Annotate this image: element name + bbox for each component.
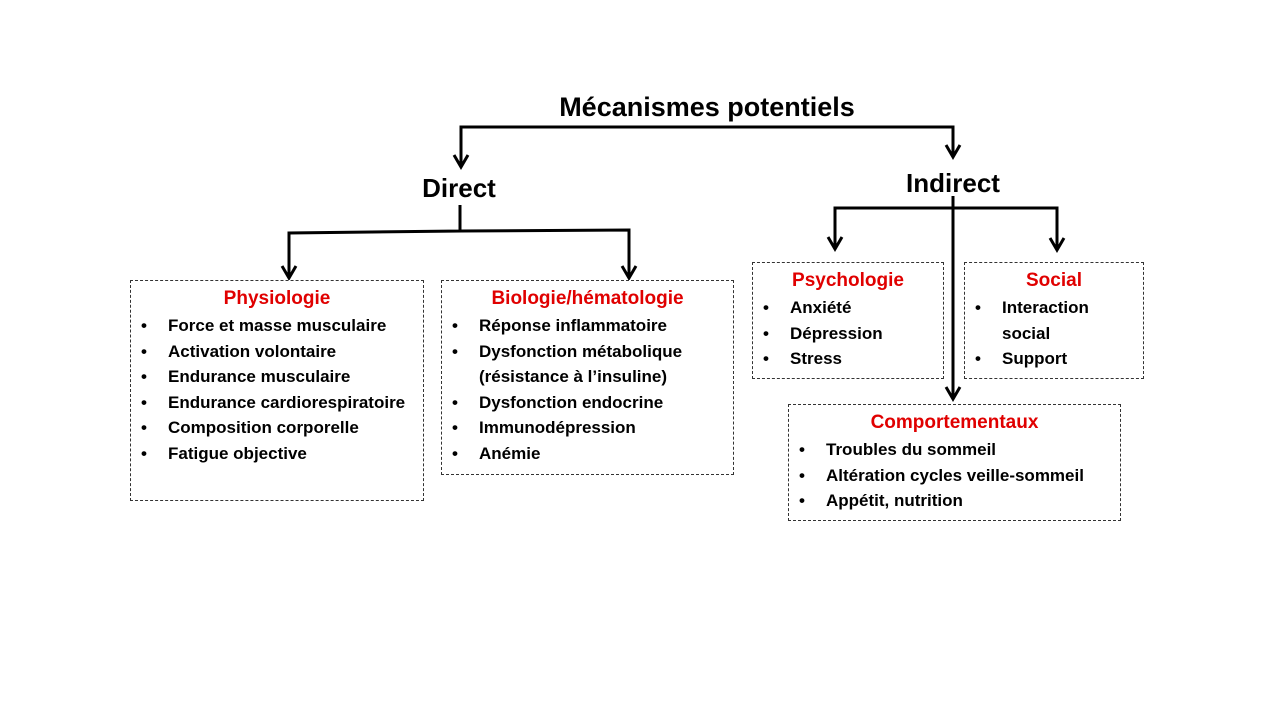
box-title-biologie: Biologie/hématologie — [491, 288, 684, 309]
list-item: Altération cycles veille-sommeil — [799, 463, 1110, 489]
box-title-comportementaux: Comportementaux — [870, 412, 1039, 433]
list-item: Activation volontaire — [141, 339, 413, 365]
arrowhead-indirect — [944, 144, 962, 160]
list-item: Fatigue objective — [141, 441, 413, 467]
list-social: Interaction social Support — [975, 295, 1133, 372]
connector-root — [459, 125, 955, 166]
arrowhead-direct — [452, 154, 470, 170]
list-physiologie: Force et masse musculaire Activation vol… — [141, 313, 413, 466]
box-title-physiologie: Physiologie — [223, 288, 331, 309]
branch-direct-label: Direct — [422, 173, 496, 203]
list-item: Stress — [763, 346, 933, 372]
box-title-social: Social — [1026, 270, 1082, 291]
list-biologie: Réponse inflammatoire Dysfonction métabo… — [452, 313, 723, 466]
arrowhead-comportementaux — [944, 386, 962, 402]
list-item: Support — [975, 346, 1133, 372]
list-item: Interaction social — [975, 295, 1133, 346]
list-item: Anxiété — [763, 295, 933, 321]
list-item: Dysfonction métabolique (résistance à l’… — [452, 339, 723, 390]
box-physiologie: Physiologie Force et masse musculaire Ac… — [130, 280, 424, 501]
arrowhead-social — [1048, 237, 1066, 253]
connector-direct-right — [459, 228, 631, 277]
list-item: Anémie — [452, 441, 723, 467]
box-psychologie: Psychologie Anxiété Dépression Stress — [752, 262, 944, 379]
list-item: Immunodépression — [452, 415, 723, 441]
list-item: Endurance musculaire — [141, 364, 413, 390]
arrowhead-physiologie — [280, 265, 298, 281]
box-biologie-hematologie: Biologie/hématologie Réponse inflammatoi… — [441, 280, 734, 475]
list-item: Dépression — [763, 321, 933, 347]
list-item: Réponse inflammatoire — [452, 313, 723, 339]
branch-indirect-label: Indirect — [906, 168, 1000, 198]
list-comportementaux: Troubles du sommeil Altération cycles ve… — [799, 437, 1110, 514]
list-psychologie: Anxiété Dépression Stress — [763, 295, 933, 372]
box-social: Social Interaction social Support — [964, 262, 1144, 379]
list-item: Endurance cardiorespiratoire — [141, 390, 413, 416]
list-item: Force et masse musculaire — [141, 313, 413, 339]
connector-direct — [287, 205, 462, 277]
box-comportementaux: Comportementaux Troubles du sommeil Alté… — [788, 404, 1121, 521]
list-item: Appétit, nutrition — [799, 488, 1110, 514]
list-item: Dysfonction endocrine — [452, 390, 723, 416]
box-title-psychologie: Psychologie — [792, 270, 904, 291]
connector-indirect — [833, 206, 1059, 249]
arrowhead-psychologie — [826, 236, 844, 252]
arrowhead-biologie — [620, 265, 638, 281]
diagram-title: Mécanismes potentiels — [559, 92, 855, 122]
list-item: Composition corporelle — [141, 415, 413, 441]
list-item: Troubles du sommeil — [799, 437, 1110, 463]
